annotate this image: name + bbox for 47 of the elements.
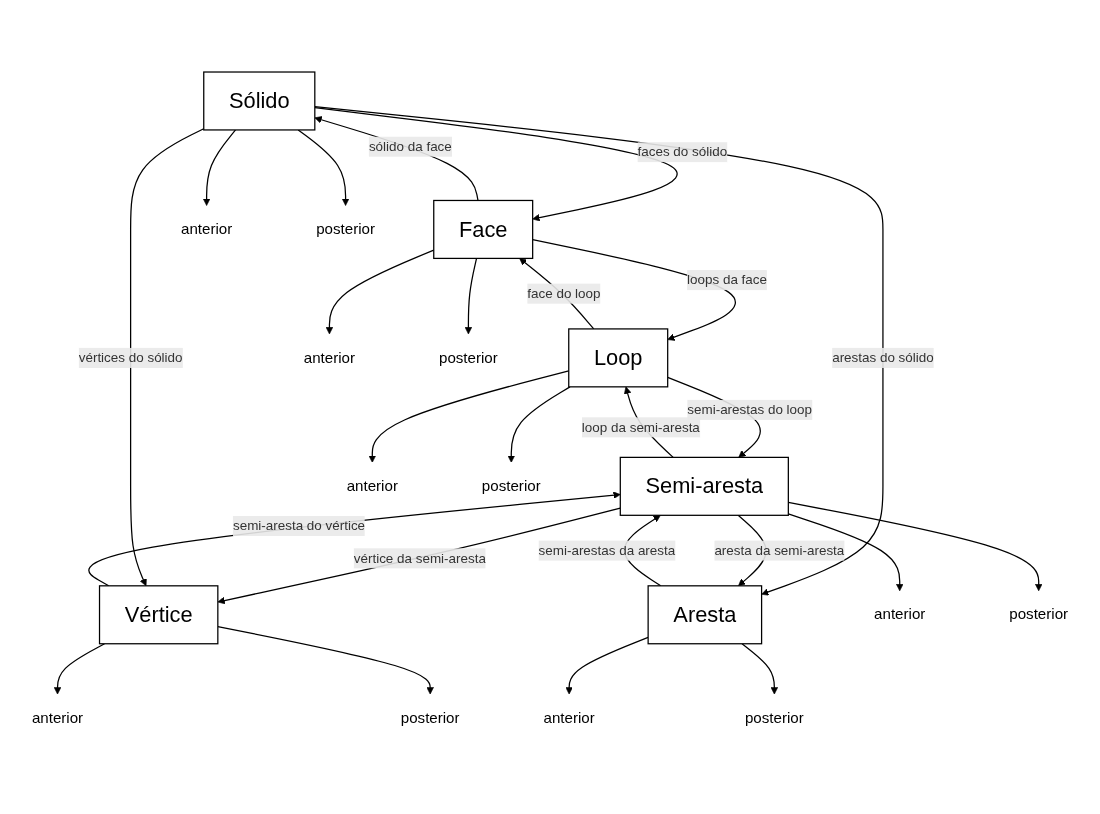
edge-label: aresta da semi-aresta xyxy=(714,543,845,558)
arrow xyxy=(217,507,621,605)
node-text: anterior xyxy=(874,605,926,623)
arrow xyxy=(314,107,678,222)
edge-label: face do loop xyxy=(527,286,601,301)
edge-label: semi-arestas da aresta xyxy=(538,543,676,558)
arrow xyxy=(314,116,479,202)
node-text: posterior xyxy=(481,477,541,495)
edge-label: faces do sólido xyxy=(637,144,728,159)
edge-label: loop da semi-aresta xyxy=(581,419,700,435)
node-text: anterior xyxy=(303,349,356,366)
node-box: Face xyxy=(433,199,534,260)
node-text: posterior xyxy=(316,220,375,238)
node-text: posterior xyxy=(439,349,498,366)
arrow xyxy=(741,643,779,695)
arrow xyxy=(565,636,649,695)
arrow xyxy=(464,257,478,335)
arrow xyxy=(202,129,237,206)
edge-label: vértice da semi-aresta xyxy=(353,550,486,566)
node-text: posterior xyxy=(1009,605,1069,623)
node-text: anterior xyxy=(543,709,595,727)
arrow xyxy=(217,625,434,695)
arrow xyxy=(507,386,571,463)
edge-label: arestas do sólido xyxy=(832,350,934,365)
node-box: Sólido xyxy=(203,71,316,131)
edge-label: semi-arestas do loop xyxy=(687,402,812,417)
node-text: anterior xyxy=(31,709,84,727)
arrow xyxy=(368,370,570,463)
node-box: Aresta xyxy=(647,585,763,645)
arrow xyxy=(297,129,350,206)
edge-label: semi-aresta do vértice xyxy=(232,518,366,533)
node-box: Vértice xyxy=(98,585,219,645)
node-text: anterior xyxy=(180,220,233,238)
node-text: posterior xyxy=(400,709,460,727)
node-text: posterior xyxy=(744,709,804,727)
arrow xyxy=(88,491,621,587)
edge-label: vértices do sólido xyxy=(78,350,183,365)
arrow xyxy=(787,501,1043,592)
node-box: Loop xyxy=(568,328,669,388)
edge-label: loops da face xyxy=(687,272,768,287)
arrow xyxy=(130,128,205,587)
node-box: Semi-aresta xyxy=(619,456,789,516)
arrow xyxy=(53,643,106,695)
node-text: anterior xyxy=(346,477,398,495)
arrow xyxy=(787,513,904,592)
arrow xyxy=(314,106,884,596)
edge-label: sólido da face xyxy=(368,139,452,154)
